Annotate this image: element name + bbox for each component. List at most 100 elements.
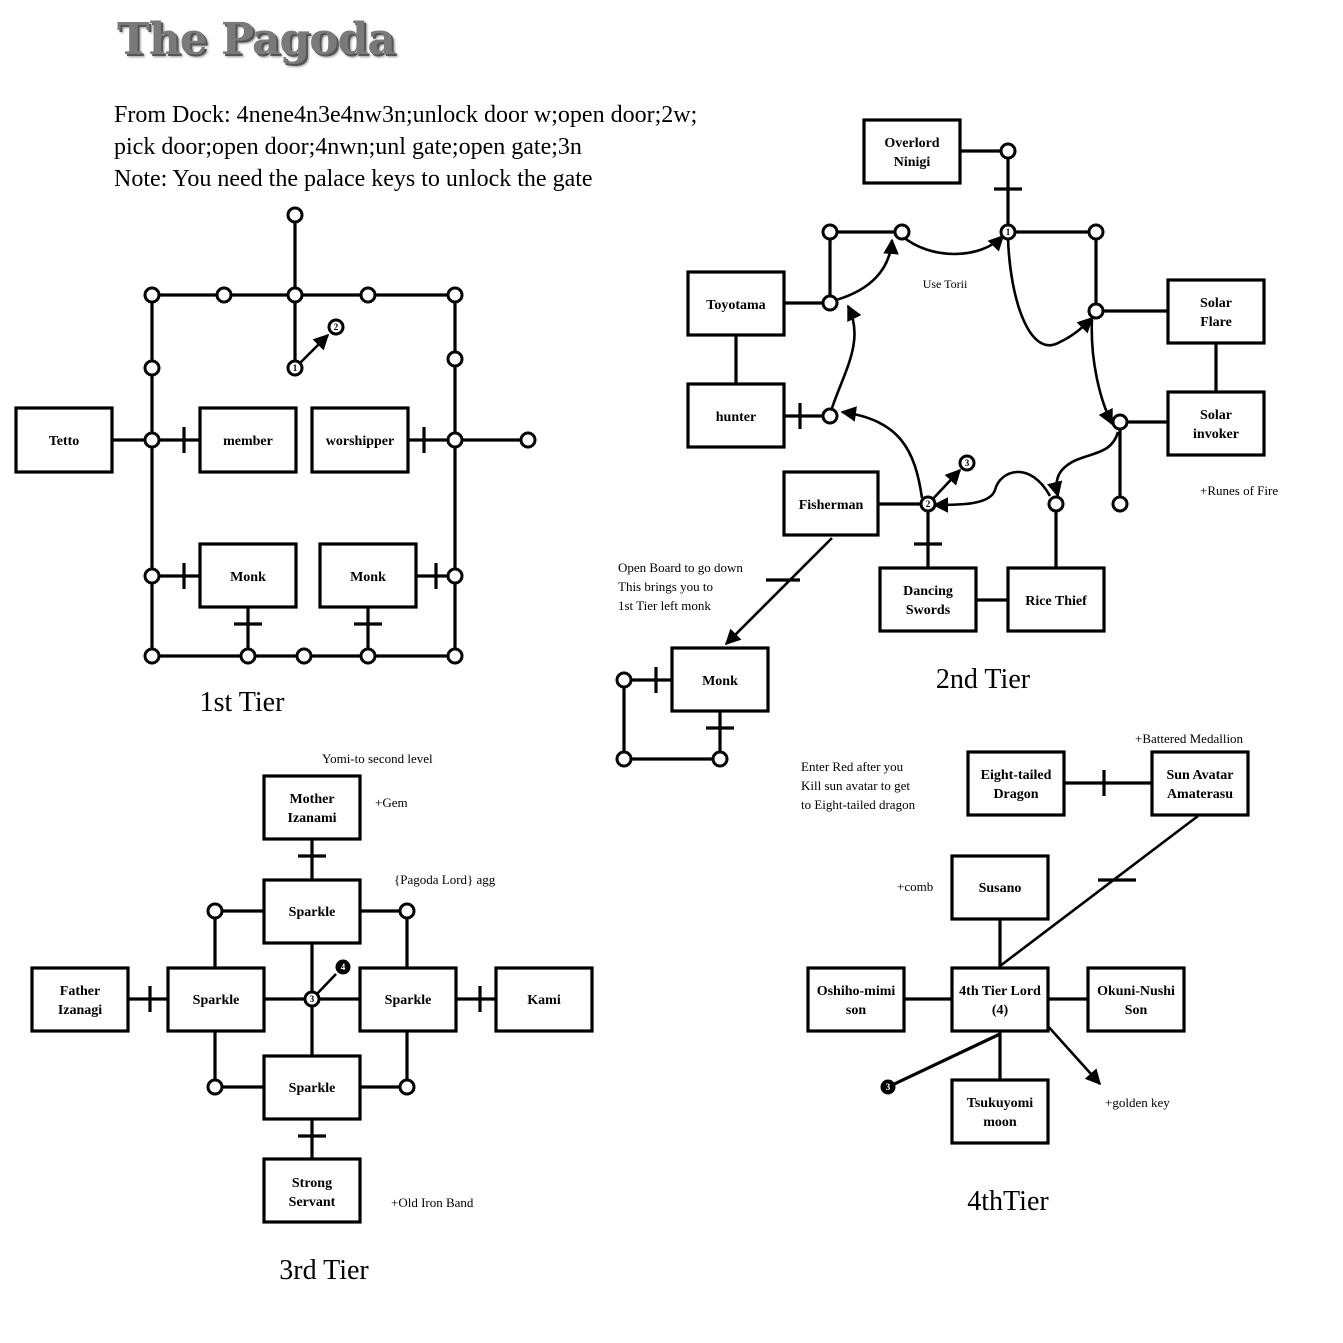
- room-node: [143, 567, 161, 585]
- stairs-number: 3: [965, 458, 970, 468]
- room-node: [446, 431, 464, 449]
- torii-arrow: [901, 234, 1005, 256]
- room-label: Flare: [1200, 315, 1232, 330]
- tier-3-map: 3 4 Mother Izanami Sparkle Sparkle Spark…: [30, 751, 594, 1286]
- room-box-susano: [950, 854, 1050, 921]
- room-box-4th-tier-lord: [950, 966, 1050, 1033]
- room-label: Son: [1125, 1003, 1148, 1018]
- note-runes: +Runes of Fire: [1200, 483, 1278, 498]
- room-node: [359, 286, 377, 304]
- room-node: [239, 647, 257, 665]
- room-node: [1087, 223, 1105, 241]
- room-node: [821, 294, 839, 312]
- room-box-kami: [494, 966, 594, 1033]
- path-line: [887, 1032, 1001, 1089]
- room-label: hunter: [716, 410, 756, 425]
- room-node: [999, 142, 1017, 160]
- room-box-tsukuyomi: [950, 1078, 1050, 1145]
- room-label: Sun Avatar: [1166, 768, 1233, 783]
- note-medallion: +Battered Medallion: [1135, 731, 1244, 746]
- room-label: Dragon: [993, 787, 1038, 802]
- room-box-father-izanagi: [30, 966, 130, 1033]
- room-box-member: [198, 406, 298, 474]
- room-node: [295, 647, 313, 665]
- room-label: Rice Thief: [1025, 594, 1087, 609]
- room-label: Monk: [702, 674, 738, 689]
- room-label: Dancing: [903, 584, 953, 599]
- route-arrow: [1090, 317, 1114, 426]
- room-label: Sparkle: [193, 993, 240, 1008]
- room-node: [206, 902, 224, 920]
- room-node: [446, 567, 464, 585]
- path-line: [999, 814, 1199, 968]
- room-label: moon: [983, 1115, 1017, 1130]
- room-node: [143, 286, 161, 304]
- note-iron-band: +Old Iron Band: [391, 1195, 474, 1210]
- room-node: [821, 407, 839, 425]
- room-label: member: [223, 434, 273, 449]
- note-golden-key: +golden key: [1105, 1095, 1170, 1110]
- tier-label: 4thTier: [967, 1186, 1049, 1217]
- room-node: [398, 902, 416, 920]
- stairs-number: 3: [886, 1082, 891, 1092]
- stairs-number: 1: [293, 363, 298, 373]
- room-label: Strong: [292, 1176, 332, 1191]
- room-label: Amaterasu: [1167, 787, 1233, 802]
- room-box-sparkle: [262, 1054, 362, 1121]
- room-box-sparkle: [358, 966, 458, 1033]
- note-board: This brings you to: [618, 579, 713, 594]
- stairs-node: [919, 495, 937, 513]
- stairs-node: [880, 1079, 896, 1095]
- room-box-hunter: [686, 382, 786, 449]
- route-arrow: [830, 304, 862, 409]
- room-label: Swords: [906, 603, 951, 618]
- room-label: Solar: [1200, 296, 1232, 311]
- room-label: Fisherman: [799, 498, 864, 513]
- room-box-monk: [670, 646, 770, 713]
- exit-arrow: [1045, 1023, 1102, 1086]
- room-label: worshipper: [326, 434, 394, 449]
- note-gem: +Gem: [375, 795, 408, 810]
- tier-label: 3rd Tier: [279, 1255, 369, 1286]
- tier-label: 1st Tier: [200, 687, 285, 718]
- room-box-toyotama: [686, 270, 786, 337]
- room-box-solar-invoker: [1166, 390, 1266, 457]
- room-node: [286, 206, 304, 224]
- room-box-solar-flare: [1166, 278, 1266, 345]
- room-node: [446, 286, 464, 304]
- room-label: Sparkle: [289, 905, 336, 920]
- room-label: Tetto: [49, 434, 80, 449]
- room-box-rice-thief: [1006, 566, 1106, 633]
- room-node: [143, 359, 161, 377]
- room-box-dancing-swords: [878, 566, 978, 633]
- note-board: Open Board to go down: [618, 560, 743, 575]
- room-label: Sparkle: [289, 1081, 336, 1096]
- room-label: Overlord: [884, 136, 939, 151]
- room-label: Solar: [1200, 408, 1232, 423]
- room-label: Toyotama: [706, 298, 765, 313]
- room-node: [286, 286, 304, 304]
- note-red: Enter Red after you: [801, 759, 904, 774]
- room-label: invoker: [1193, 427, 1239, 442]
- room-label: Mother: [289, 792, 334, 807]
- room-node: [615, 671, 633, 689]
- stairs-node: [303, 990, 321, 1008]
- tier-1-map: 1 2 Tetto member worshipper Monk Monk 1s…: [14, 206, 537, 718]
- stairs-number: 3: [310, 994, 315, 1004]
- room-node: [1111, 495, 1129, 513]
- stairs-node: [999, 223, 1017, 241]
- room-label: (4): [992, 1003, 1009, 1018]
- room-node: [821, 223, 839, 241]
- page-title: The Pagoda: [117, 14, 396, 65]
- room-box-worshipper: [310, 406, 410, 474]
- route-arrow: [932, 470, 1052, 513]
- stairs-arrow: [296, 333, 330, 367]
- room-label: Eight-tailed: [981, 768, 1052, 783]
- room-label: Monk: [350, 570, 386, 585]
- room-label: 4th Tier Lord: [959, 984, 1041, 999]
- route-arrow: [1006, 237, 1094, 347]
- room-node: [446, 350, 464, 368]
- room-node: [1047, 495, 1065, 513]
- stairs-number: 4: [341, 962, 346, 972]
- directions-note: Note: You need the palace keys to unlock…: [114, 166, 593, 192]
